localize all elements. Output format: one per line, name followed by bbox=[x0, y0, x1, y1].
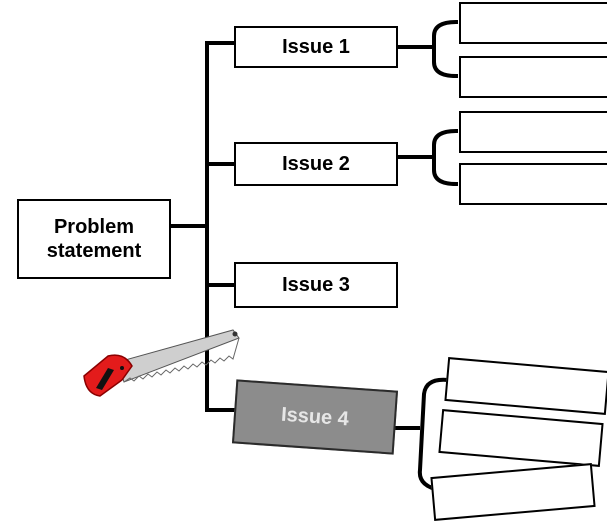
issue-4-bracket bbox=[417, 377, 451, 493]
issue-1-bracket bbox=[432, 19, 459, 79]
issue-1-label: Issue 1 bbox=[282, 35, 350, 58]
issue-3-box: Issue 3 bbox=[234, 262, 398, 308]
issue-2-subissue-1-box bbox=[459, 111, 607, 153]
issue-1-subissue-2-box bbox=[459, 56, 607, 98]
saw-handle-grip bbox=[96, 368, 114, 390]
saw-blade bbox=[117, 329, 240, 383]
problem-label-line-2: statement bbox=[46, 240, 142, 262]
problem-statement-box: Problem statement bbox=[17, 199, 171, 279]
issue-1-subissue-1-box bbox=[459, 2, 607, 44]
issue-2-box: Issue 2 bbox=[234, 142, 398, 186]
saw-blade-hole bbox=[232, 331, 238, 337]
issue-3-label: Issue 3 bbox=[282, 273, 350, 296]
saw-rivet bbox=[120, 366, 124, 370]
issue-1-box: Issue 1 bbox=[234, 26, 398, 68]
problem-label-line-1: Problem bbox=[53, 216, 134, 238]
issue-2-bracket bbox=[432, 128, 459, 187]
issue-2-subissue-2-box bbox=[459, 163, 607, 205]
saw-teeth bbox=[123, 337, 240, 383]
issue-2-label: Issue 2 bbox=[282, 152, 350, 175]
